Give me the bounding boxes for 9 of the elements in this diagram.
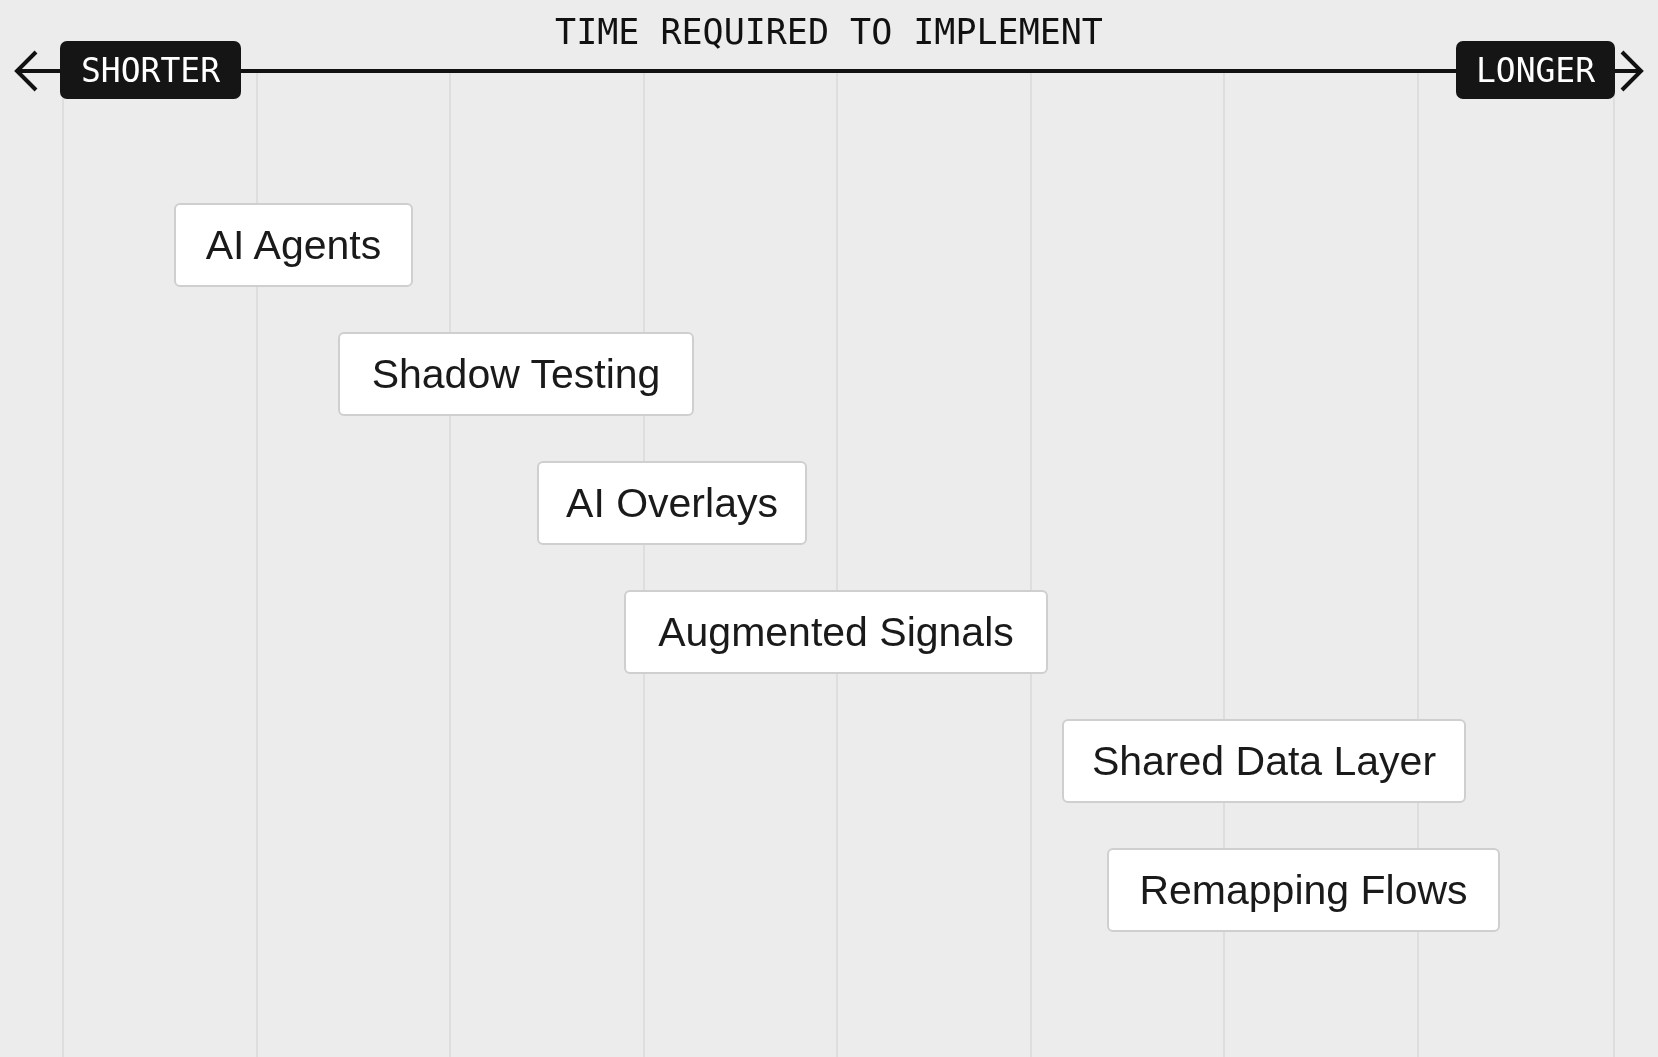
axis-end-label: LONGER	[1456, 41, 1615, 99]
item-card: AI Agents	[174, 203, 413, 287]
item-card: AI Overlays	[537, 461, 807, 545]
axis-title: TIME REQUIRED TO IMPLEMENT	[555, 12, 1103, 52]
item-card: Shadow Testing	[338, 332, 694, 416]
item-card: Shared Data Layer	[1062, 719, 1466, 803]
item-card: Augmented Signals	[624, 590, 1048, 674]
item-card: Remapping Flows	[1107, 848, 1500, 932]
axis-end-label: SHORTER	[60, 41, 241, 99]
